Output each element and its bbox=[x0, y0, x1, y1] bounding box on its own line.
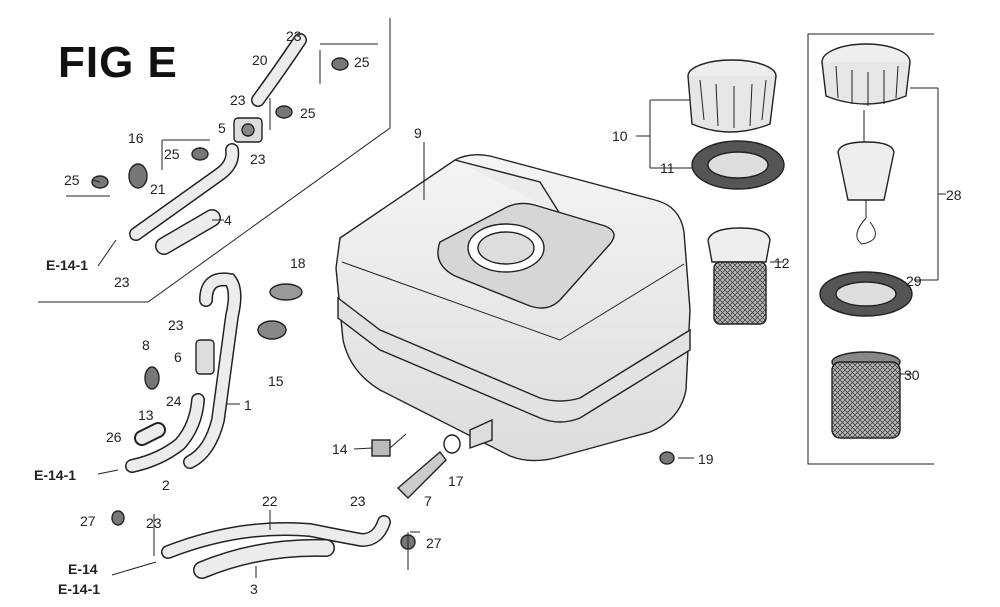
label-21: 21 bbox=[150, 181, 166, 197]
label-29: 29 bbox=[906, 273, 922, 289]
label-13: 13 bbox=[138, 407, 154, 423]
tube-20 bbox=[251, 33, 307, 107]
label-25-a: 25 bbox=[354, 54, 370, 70]
upper-left-boundary bbox=[38, 18, 391, 303]
label-9: 9 bbox=[414, 125, 422, 141]
label-25-c: 25 bbox=[164, 146, 180, 162]
label-6: 6 bbox=[174, 349, 182, 365]
tube-2 bbox=[125, 393, 205, 473]
label-23-c: 23 bbox=[250, 151, 266, 167]
label-24: 24 bbox=[166, 393, 182, 409]
clip-25-a bbox=[91, 57, 349, 189]
cap-gasket-2 bbox=[819, 271, 913, 317]
label-3: 3 bbox=[250, 581, 258, 597]
tube-3 bbox=[193, 538, 335, 579]
label-12: 12 bbox=[774, 255, 790, 271]
fuel-tank bbox=[335, 153, 691, 462]
label-15: 15 bbox=[268, 373, 284, 389]
fuel-valve-5 bbox=[233, 117, 263, 143]
label-16: 16 bbox=[128, 130, 144, 146]
washer-17 bbox=[443, 434, 461, 454]
fuel-cap bbox=[687, 59, 777, 133]
label-10: 10 bbox=[612, 128, 628, 144]
label-27-b: 27 bbox=[426, 535, 442, 551]
cross-references: E-14-1 E-14-1 E-14 E-14-1 bbox=[34, 257, 100, 597]
label-7: 7 bbox=[424, 493, 432, 509]
label-5: 5 bbox=[218, 120, 226, 136]
label-23-i: 23 bbox=[168, 317, 184, 333]
label-11: 11 bbox=[660, 160, 675, 176]
fuel-cap-assembly bbox=[821, 43, 911, 245]
label-18: 18 bbox=[290, 255, 306, 271]
label-30: 30 bbox=[904, 367, 920, 383]
cap-gasket bbox=[691, 140, 785, 190]
label-2: 2 bbox=[162, 477, 170, 493]
label-25-d: 25 bbox=[64, 172, 80, 188]
label-27-a: 27 bbox=[80, 513, 96, 529]
label-17: 17 bbox=[448, 473, 464, 489]
ref-e14-1-a: E-14-1 bbox=[46, 257, 88, 273]
clip-16 bbox=[128, 163, 148, 189]
tube-13 bbox=[134, 422, 166, 446]
label-23-a: 23 bbox=[286, 28, 302, 44]
clips-15-18 bbox=[257, 283, 303, 340]
fuel-strainer-2 bbox=[831, 351, 901, 439]
label-23-b: 23 bbox=[230, 92, 246, 108]
ref-e14: E-14 bbox=[68, 561, 98, 577]
label-25-b: 25 bbox=[300, 105, 316, 121]
fuel-filter-6 bbox=[195, 339, 215, 375]
label-8: 8 bbox=[142, 337, 150, 353]
figure-title: FIG E bbox=[58, 38, 178, 87]
tube-22 bbox=[161, 515, 391, 559]
leader-lines bbox=[66, 43, 946, 578]
label-1: 1 bbox=[244, 397, 252, 413]
label-23-j: 23 bbox=[350, 493, 366, 509]
clip-8 bbox=[144, 366, 160, 390]
tube-4 bbox=[155, 209, 221, 255]
label-26: 26 bbox=[106, 429, 122, 445]
label-20: 20 bbox=[252, 52, 268, 68]
part-labels: 9 10 11 12 28 29 30 14 17 19 7 23 22 27 … bbox=[64, 28, 962, 597]
fuel-strainer bbox=[707, 227, 771, 325]
drain-bolt-14 bbox=[371, 433, 407, 457]
label-14: 14 bbox=[332, 441, 348, 457]
label-19: 19 bbox=[698, 451, 714, 467]
label-23-k: 23 bbox=[146, 515, 162, 531]
washer-19 bbox=[659, 451, 675, 465]
fuel-cock-7 bbox=[396, 450, 447, 499]
label-4: 4 bbox=[224, 212, 232, 228]
label-22: 22 bbox=[262, 493, 278, 509]
label-23-d: 23 bbox=[114, 274, 130, 290]
ref-e14-1-b: E-14-1 bbox=[34, 467, 76, 483]
tube-1 bbox=[183, 272, 242, 469]
ref-e14-1-c: E-14-1 bbox=[58, 581, 100, 597]
label-28: 28 bbox=[946, 187, 962, 203]
right-panel-boundary bbox=[807, 33, 934, 465]
tube-21 bbox=[129, 143, 240, 241]
